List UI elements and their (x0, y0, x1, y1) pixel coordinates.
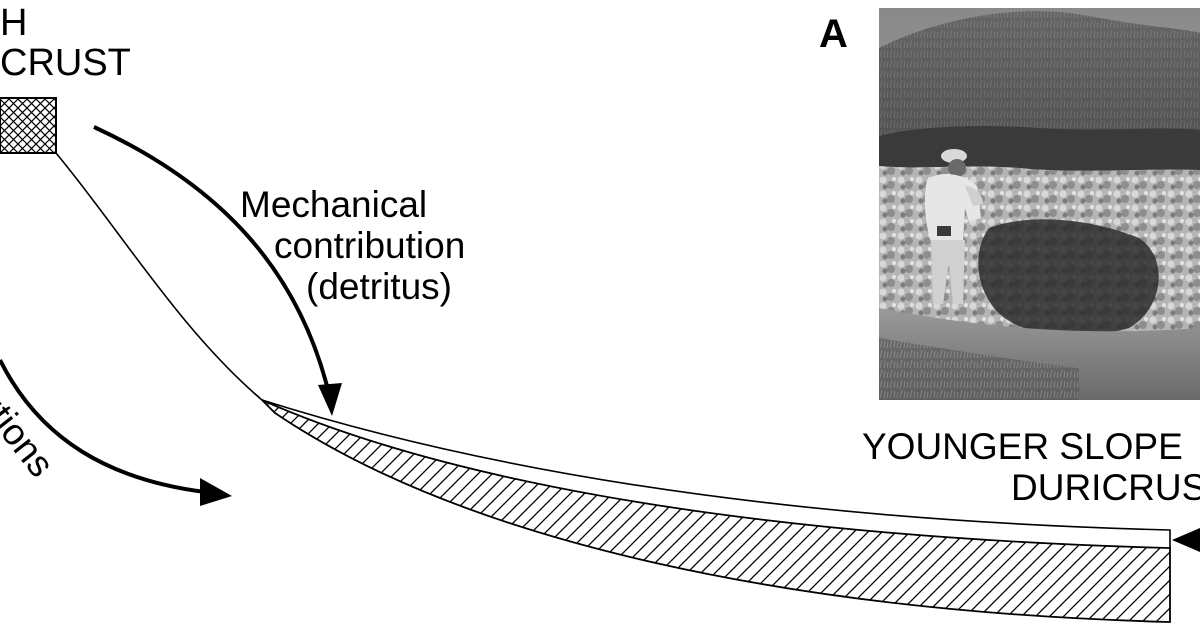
mechanical-label-line1: Mechanical (240, 184, 428, 225)
younger-duricrust-label-line2: DURICRUS (1011, 467, 1200, 508)
old-crust-label-line2: CRUST (0, 42, 131, 84)
solutions-arrow-head (200, 478, 232, 506)
field-photograph (879, 8, 1200, 400)
mechanical-label-line2: contribution (274, 225, 466, 266)
solutions-arrow (0, 359, 206, 494)
mechanical-label-line3: (detritus) (306, 266, 452, 307)
slope-line (55, 152, 263, 401)
field-photograph-drawing (879, 8, 1200, 400)
mechanical-arrow (93, 125, 332, 399)
mechanical-arrow-head (318, 383, 342, 416)
detrital-cover-layer (261, 399, 1171, 549)
right-pointer-arrow-head (1172, 528, 1200, 552)
old-duricrust-block (0, 97, 57, 154)
person-figure (924, 149, 983, 304)
younger-duricrust-label-line1: YOUNGER SLOPE (862, 426, 1183, 467)
old-crust-label-line1: H (0, 2, 28, 44)
panel-letter: A (819, 12, 848, 56)
